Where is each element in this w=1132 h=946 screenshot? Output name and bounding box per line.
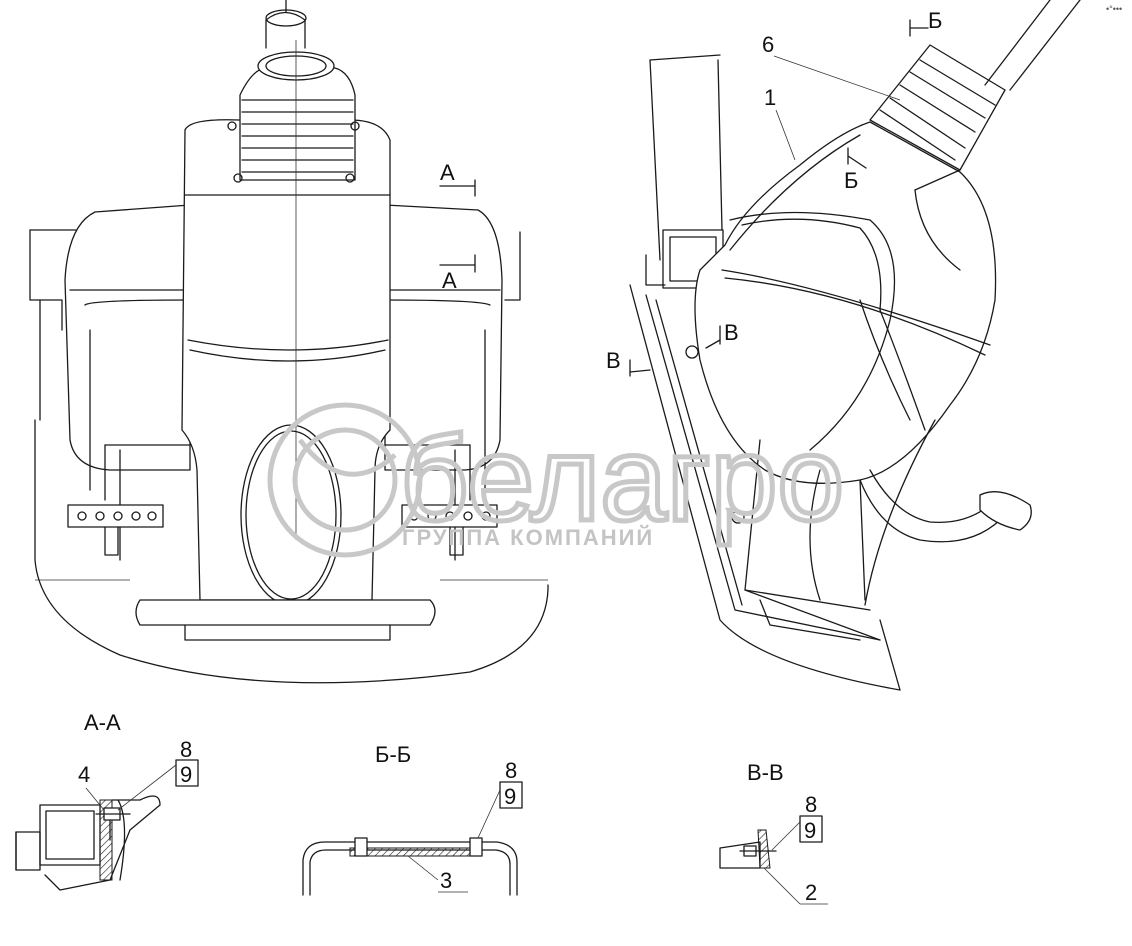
- section-mark-b-lower: Б: [844, 168, 858, 193]
- section-mark-a-lower: А: [442, 268, 457, 293]
- bellows-side: [869, 44, 1006, 171]
- section-bb: Б-Б 8 9 3: [302, 742, 523, 896]
- section-mark-b-upper: Б: [928, 8, 942, 33]
- side-view: Б Б В В 6 1: [606, 0, 1081, 691]
- watermark: белагро ГРУППА КОМПАНИЙ: [267, 402, 847, 558]
- section-aa-callout-8: 8: [180, 737, 192, 762]
- section-bb-title: Б-Б: [375, 742, 411, 767]
- watermark-subtitle: ГРУППА КОМПАНИЙ: [402, 525, 654, 550]
- section-mark-v-right: В: [724, 320, 739, 345]
- pillar: [649, 59, 661, 261]
- corner-mark: •°•••: [1106, 4, 1122, 14]
- section-bb-callout-3: 3: [440, 868, 452, 893]
- section-vv-callout-9: 9: [804, 818, 816, 843]
- section-vv-title: В-В: [747, 760, 784, 785]
- section-aa-callout-9: 9: [180, 762, 192, 787]
- right-housing: [384, 204, 503, 471]
- callout-1: 1: [764, 85, 776, 110]
- left-housing: [64, 204, 191, 471]
- base-plate: [135, 599, 436, 626]
- section-vv-callout-8: 8: [805, 792, 817, 817]
- front-view: А А: [29, 0, 549, 684]
- central-column: [181, 119, 391, 601]
- cabin-floor-outline: [34, 419, 549, 684]
- left-bracket: [67, 504, 164, 556]
- cabin-wall: [629, 284, 901, 691]
- control-shaft: [1009, 0, 1081, 91]
- section-aa-title: А-А: [84, 710, 121, 735]
- section-bb-callout-9: 9: [504, 784, 516, 809]
- callout-6: 6: [762, 32, 774, 57]
- watermark-brand: белагро: [400, 412, 844, 546]
- section-mark-a-upper: А: [440, 160, 455, 185]
- section-aa-callout-4: 4: [78, 762, 90, 787]
- section-mark-v-left: В: [606, 348, 621, 373]
- section-aa: А-А 4 8 9: [15, 710, 199, 891]
- pedal: [859, 479, 1001, 543]
- section-vv-callout-2: 2: [805, 880, 817, 905]
- section-vv: В-В 8 9 2: [719, 760, 828, 905]
- section-bb-callout-8: 8: [505, 758, 517, 783]
- console-body: [694, 121, 997, 484]
